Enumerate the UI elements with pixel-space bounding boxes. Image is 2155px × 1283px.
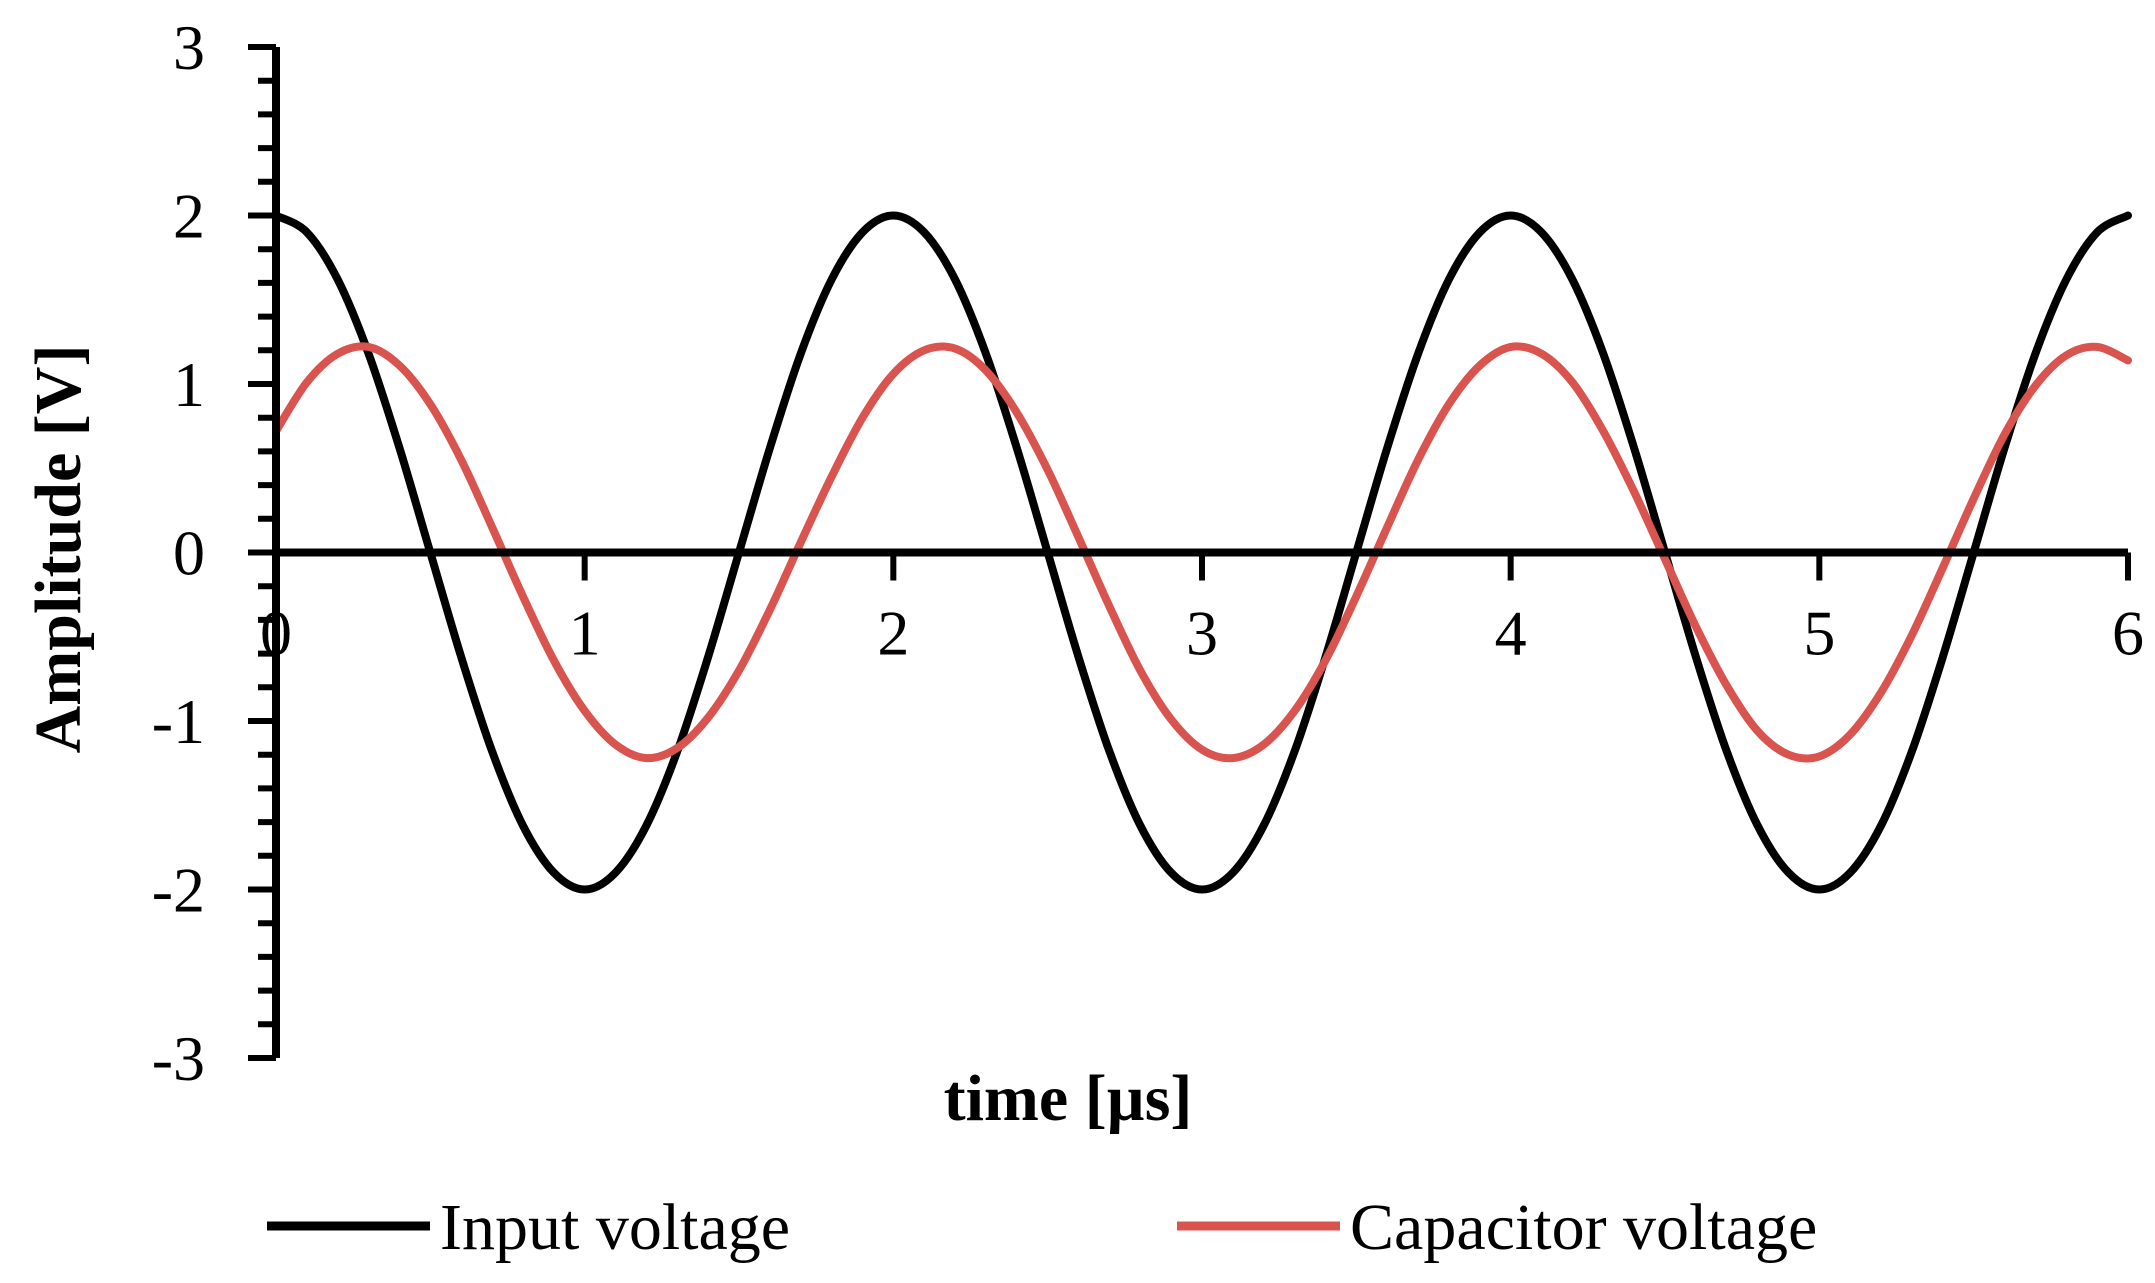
series-layer — [272, 211, 2132, 894]
y-tick-label: 0 — [173, 518, 205, 589]
legend: Input voltage Capacitor voltage — [267, 1191, 1817, 1264]
y-tick-label: 2 — [173, 181, 205, 252]
x-tick-label: 6 — [2112, 598, 2144, 669]
series-line-input-voltage — [272, 211, 2132, 894]
y-tick-label: -2 — [152, 855, 205, 926]
x-tick-label: 2 — [877, 598, 909, 669]
x-tick-label: 5 — [1803, 598, 1835, 669]
legend-label-input-voltage: Input voltage — [440, 1191, 790, 1264]
y-tick-labels: 3 2 1 0 -1 -2 -3 — [152, 12, 205, 1094]
y-tick-label: -3 — [152, 1023, 205, 1094]
series-line-capacitor-voltage — [272, 342, 2132, 763]
x-tick-label: 0 — [260, 598, 292, 669]
y-tick-label: 1 — [173, 349, 205, 420]
x-axis-title: time [µs] — [944, 1062, 1193, 1135]
legend-label-capacitor-voltage: Capacitor voltage — [1350, 1191, 1817, 1264]
x-tick-labels: 0 1 2 3 4 5 6 — [260, 598, 2144, 669]
y-tick-label: -1 — [152, 686, 205, 757]
y-tick-label: 3 — [173, 12, 205, 83]
x-tick-label: 4 — [1495, 598, 1527, 669]
major-ticks — [248, 44, 2131, 1061]
y-axis-title: Amplitude [V] — [22, 345, 95, 754]
x-tick-label: 3 — [1186, 598, 1218, 669]
x-tick-label: 1 — [569, 598, 601, 669]
